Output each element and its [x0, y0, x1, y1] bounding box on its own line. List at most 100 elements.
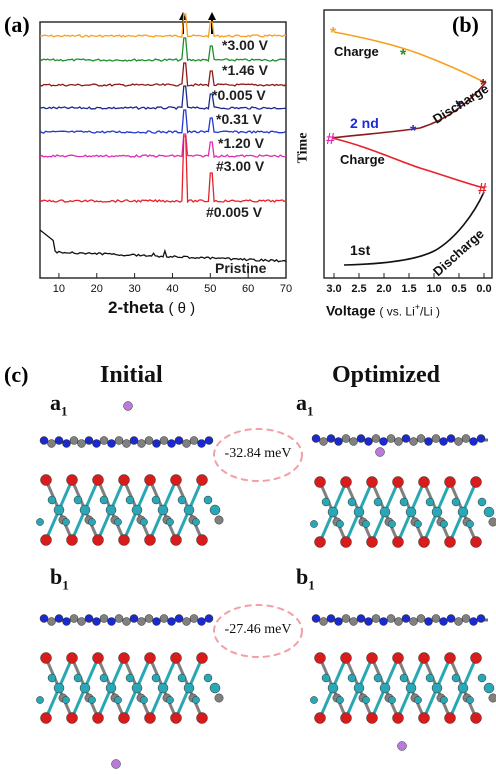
x-tick-label: 3.0	[326, 283, 341, 295]
metal-atom	[36, 518, 44, 526]
oxygen-atom	[196, 712, 208, 724]
nitrogen-atom	[167, 617, 176, 626]
oxygen-atom	[340, 536, 352, 548]
label-charge-top: Charge	[334, 44, 379, 59]
label-main: a	[50, 390, 61, 415]
curve-charge-mid	[331, 137, 485, 189]
carbon-atom	[189, 436, 199, 445]
metal-atom	[405, 506, 417, 518]
nitrogen-atom	[167, 439, 176, 448]
carbon-atom	[122, 439, 131, 448]
carbon-atom	[461, 614, 471, 623]
oxygen-atom	[118, 652, 130, 664]
carbon-atom	[137, 617, 146, 626]
metal-atom	[131, 682, 143, 694]
x-tick-label: 70	[280, 283, 292, 295]
xrd-trace	[39, 37, 287, 62]
metal-atom	[379, 682, 391, 694]
label-b1-optimized: b1	[296, 564, 315, 593]
nitrogen-atom	[439, 437, 448, 446]
x-tick-label: 40	[166, 283, 178, 295]
oxygen-atom	[144, 712, 156, 724]
nitrogen-atom	[401, 614, 411, 623]
metal-atom	[105, 682, 117, 694]
carbon-atom	[144, 436, 154, 445]
nitrogen-atom	[401, 434, 411, 443]
trace-label-6: #3.00 V	[216, 158, 264, 174]
nitrogen-atom	[107, 617, 116, 626]
trace-label-text: *0.005 V	[212, 87, 266, 103]
carbon-atom	[409, 437, 418, 446]
nitrogen-atom	[356, 614, 366, 623]
metal-atom	[336, 520, 344, 528]
nitrogen-atom	[476, 614, 486, 623]
metal-atom	[388, 520, 396, 528]
carbon-atom	[431, 614, 441, 623]
oxygen-atom	[470, 712, 482, 724]
metal-atom	[440, 696, 448, 704]
oxygen-atom	[314, 476, 326, 488]
panel-b-ylabel: Time	[295, 132, 311, 164]
nitrogen-atom	[197, 617, 206, 626]
metal-atom	[114, 518, 122, 526]
nitrogen-atom	[129, 436, 139, 445]
xlabel-unit: ( θ )	[168, 300, 196, 317]
nitrogen-atom	[379, 437, 388, 446]
molecular-structures	[36, 401, 496, 769]
label-main: b	[296, 564, 309, 589]
nitrogen-atom	[197, 439, 206, 448]
metal-atom	[209, 504, 221, 516]
metal-atom	[327, 682, 339, 694]
metal-atom	[114, 696, 122, 704]
panel-c: (c) Initial Optimized a1 a1 b1 b1 -32.84…	[0, 358, 496, 774]
metal-atom	[373, 673, 383, 683]
carbon-atom	[319, 617, 328, 626]
nitrogen-atom	[446, 434, 456, 443]
energy-ellipse-a	[213, 428, 303, 482]
metal-atom	[166, 696, 174, 704]
nitrogen-atom	[424, 617, 433, 626]
nitrogen-atom	[364, 617, 373, 626]
carbon-atom	[182, 617, 191, 626]
nitrogen-atom	[334, 437, 343, 446]
metal-atom	[373, 497, 383, 507]
metal-atom	[140, 518, 148, 526]
x-tick-label: 2.5	[351, 283, 366, 295]
xrd-trace	[39, 109, 287, 134]
star-marker: *	[456, 99, 463, 116]
carbon-atom	[159, 614, 169, 623]
metal-atom	[483, 506, 495, 518]
curve-charge-top	[333, 31, 485, 83]
nitrogen-atom	[311, 434, 321, 443]
nitrogen-atom	[469, 617, 478, 626]
carbon-atom	[416, 434, 426, 443]
metal-atom	[399, 497, 409, 507]
oxygen-atom	[418, 536, 430, 548]
nitrogen-atom	[39, 436, 49, 445]
panel-c-label: (c)	[4, 362, 29, 387]
metal-atom	[347, 497, 357, 507]
metal-atom	[140, 696, 148, 704]
xlabel-sup: +	[414, 302, 421, 312]
label-main: b	[50, 564, 63, 589]
oxygen-atom	[418, 652, 430, 664]
oxygen-atom	[366, 536, 378, 548]
metal-atom	[466, 520, 474, 528]
carbon-atom	[371, 434, 381, 443]
nitrogen-atom	[84, 614, 94, 623]
metal-atom	[414, 696, 422, 704]
curve-discharge-2nd	[331, 81, 487, 139]
label-a1-initial: a1	[50, 390, 68, 419]
oxygen-atom	[118, 534, 130, 546]
label-main: a	[296, 390, 307, 415]
carbon-atom	[488, 693, 496, 703]
x-tick-label: 60	[242, 283, 254, 295]
nitrogen-atom	[129, 614, 139, 623]
oxygen-atom	[418, 476, 430, 488]
oxygen-atom	[40, 534, 52, 546]
nitrogen-atom	[469, 437, 478, 446]
nitrogen-atom	[334, 617, 343, 626]
carbon-atom	[431, 434, 441, 443]
